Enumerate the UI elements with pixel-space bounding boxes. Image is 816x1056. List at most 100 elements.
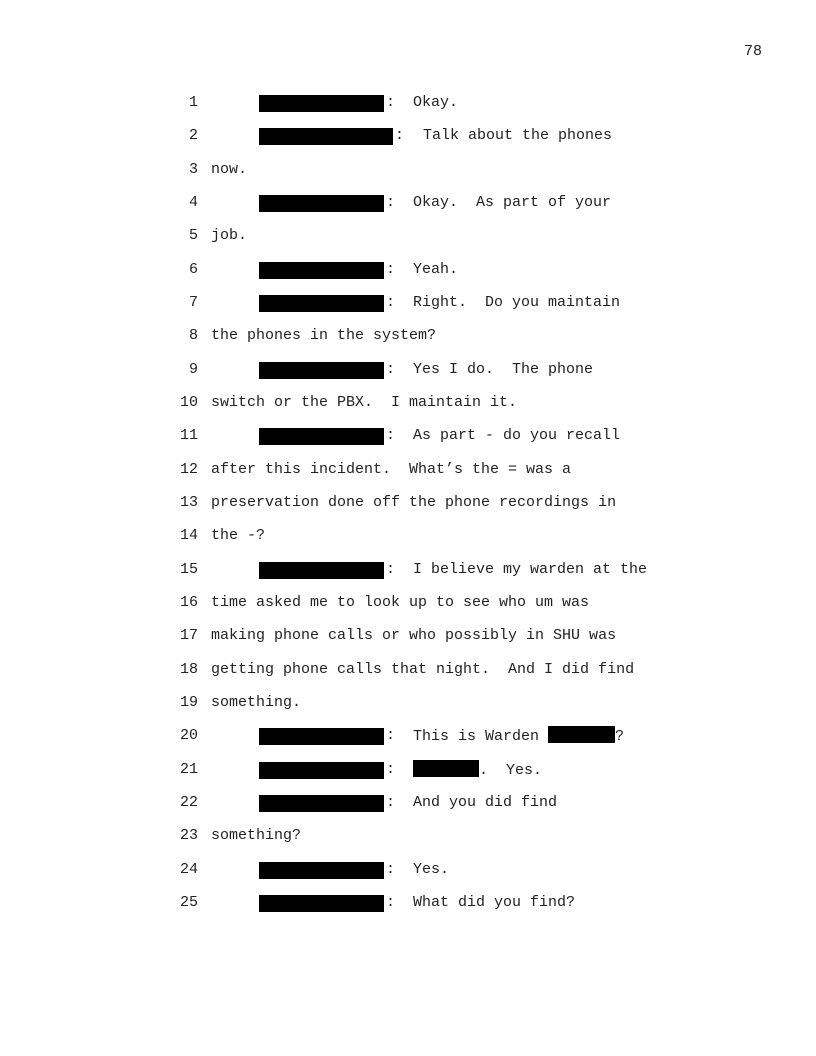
continuation-text: something. [211, 693, 302, 711]
text-segment: Okay. As part of your [413, 193, 612, 211]
text-segment: Yes. [413, 860, 450, 878]
redacted-speaker-name [259, 128, 393, 146]
transcript-line: 19 something. [0, 693, 816, 713]
text-segment: As part - do you recall [413, 427, 621, 445]
redacted-speaker-name [259, 361, 384, 379]
line-number: 16 [179, 593, 198, 611]
transcript-line: 25:What did you find? [0, 893, 816, 913]
text-segment: Okay. [413, 94, 459, 111]
transcript-line: 9: Yes I do. The phone [0, 360, 816, 380]
line-number: 15 [179, 560, 198, 578]
line-number: 3 [188, 160, 198, 178]
line-number: 5 [188, 227, 198, 245]
line-number: 24 [179, 860, 198, 878]
colon: : [386, 793, 396, 811]
redacted-speaker-name [259, 561, 384, 579]
line-number: 11 [179, 427, 198, 445]
transcript-line: 24:Yes. [0, 860, 816, 880]
spoken-text: I believe my warden at the [413, 560, 647, 580]
transcript-line: 2: Talk about the phones [0, 126, 816, 146]
transcript-line: 1:Okay. [0, 93, 816, 113]
spoken-text: Yes I do. The phone [413, 360, 593, 380]
colon: : [386, 360, 396, 378]
text-segment: Right. Do you maintain [413, 293, 621, 311]
transcript-line: 4:Okay. As part of your [0, 193, 816, 213]
transcript-line: 10 switch or the PBX. I maintain it. [0, 393, 816, 413]
line-number: 8 [188, 327, 198, 345]
continuation-text: after this incident. What’s the = was a [211, 460, 572, 478]
continuation-text: switch or the PBX. I maintain it. [211, 393, 518, 411]
redacted-speaker-name [259, 261, 384, 279]
continuation-text: preservation done off the phone recordin… [211, 493, 617, 511]
transcript-line: 12 after this incident. What’s the = was … [0, 460, 816, 480]
continuation-text: making phone calls or who possibly in SH… [211, 627, 617, 645]
transcript-line: 16 time asked me to look up to see who um… [0, 593, 816, 613]
transcript-line: 3 now. [0, 160, 816, 180]
continuation-text: now. [211, 160, 248, 178]
transcript-line: 21:. Yes. [0, 759, 816, 781]
text-segment: Yeah. [413, 260, 459, 278]
transcript-line: 22: And you did find [0, 793, 816, 813]
text-segment: Yes I do. The phone [413, 360, 594, 378]
spoken-text: And you did find [413, 793, 557, 813]
continuation-text: something? [211, 827, 302, 845]
spoken-text: What did you find? [413, 893, 575, 913]
redacted-speaker-name [259, 428, 384, 446]
spoken-text: Talk about the phones [423, 126, 612, 146]
continuation-text: job. [211, 227, 248, 245]
transcript-line: 20: This is Warden ? [0, 726, 816, 746]
text-segment: . Yes. [479, 761, 543, 779]
spoken-text: This is Warden ? [413, 726, 624, 747]
spoken-text: Right. Do you maintain [413, 293, 620, 313]
transcript-line: 15:I believe my warden at the [0, 560, 816, 580]
colon: : [386, 94, 396, 111]
continuation-text: time asked me to look up to see who um w… [211, 593, 590, 611]
page-number: 78 [743, 43, 762, 60]
continuation-text: the -? [211, 527, 266, 545]
colon: : [386, 427, 396, 445]
line-number: 20 [179, 727, 198, 745]
redacted-speaker-name [259, 894, 384, 912]
text-segment: This is Warden [413, 728, 549, 746]
inline-redaction [413, 759, 479, 777]
colon: : [386, 260, 396, 278]
redacted-speaker-name [259, 294, 384, 312]
spoken-text: Yeah. [413, 260, 458, 280]
colon: : [386, 193, 396, 211]
spoken-text: Okay. [413, 93, 458, 113]
line-number: 9 [188, 360, 198, 378]
line-number: 10 [179, 393, 198, 411]
text-segment: Talk about the phones [423, 127, 613, 145]
redacted-speaker-name [259, 761, 384, 779]
transcript-line: 6:Yeah. [0, 260, 816, 280]
colon: : [386, 727, 396, 745]
line-number: 25 [179, 893, 198, 911]
line-number: 21 [179, 760, 198, 778]
colon: : [395, 127, 405, 145]
continuation-text: getting phone calls that night. And I di… [211, 660, 635, 678]
redacted-speaker-name [259, 861, 384, 879]
transcript-line: 5 job. [0, 226, 816, 246]
line-number: 2 [188, 127, 198, 145]
text-segment: And you did find [413, 793, 558, 811]
spoken-text: . Yes. [413, 759, 543, 781]
line-number: 12 [179, 460, 198, 478]
spoken-text: Yes. [413, 860, 449, 880]
transcript-line: 11: As part - do you recall [0, 426, 816, 446]
line-number: 7 [188, 293, 198, 311]
redacted-speaker-name [259, 728, 384, 746]
spoken-text: As part - do you recall [413, 426, 620, 446]
line-number: 22 [179, 793, 198, 811]
redacted-speaker-name [259, 95, 384, 112]
redacted-speaker-name [259, 194, 384, 212]
spoken-text: Okay. As part of your [413, 193, 611, 213]
transcript-line: 7:Right. Do you maintain [0, 293, 816, 313]
line-number: 19 [179, 693, 198, 711]
